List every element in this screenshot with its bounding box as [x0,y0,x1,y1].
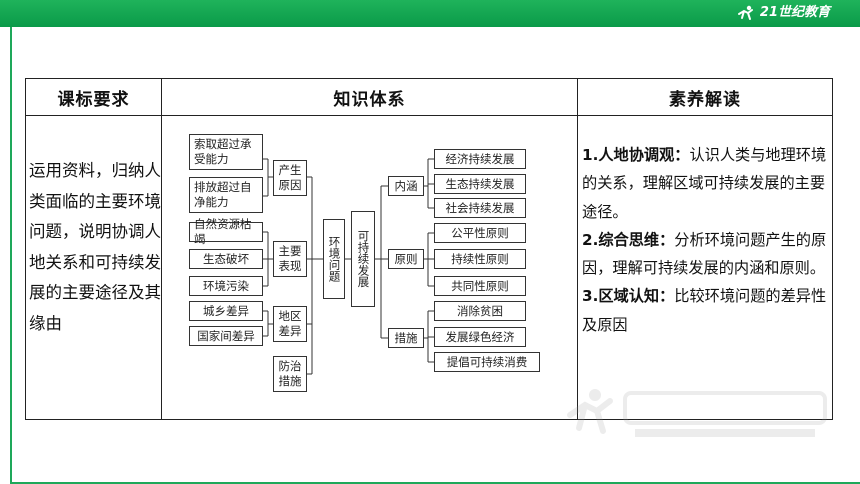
site-logo: 21世纪教育 [736,3,830,23]
cause-label-box: 产生原因 [273,160,307,196]
top-banner: 21世纪教育 [0,0,860,27]
logo-text: 21世纪教育 [759,5,830,20]
knowledge-diagram: 索取超过承受能力 排放超过自净能力 产生原因 自然资源枯竭 生态破坏 环境污染 … [162,116,577,419]
connotation-box-3: 社会持续发展 [434,198,526,218]
header-literacy: 素养解读 [577,78,833,116]
content-table: 课标要求 知识体系 素养解读 运用资料，归纳人类面临的主要环境问题，说明协调人地… [25,78,833,420]
requirement-text: 运用资料，归纳人类面临的主要环境问题，说明协调人地关系和可持续发展的主要途径及其… [29,161,161,333]
cause-box-1: 索取超过承受能力 [189,134,263,170]
table-row: 运用资料，归纳人类面临的主要环境问题，说明协调人地关系和可持续发展的主要途径及其… [25,115,833,420]
connotation-box-2: 生态持续发展 [434,174,526,194]
literacy-cell: 1.人地协调观：认识人类与地理环境的关系，理解区域可持续发展的主要途径。 2.综… [577,115,833,420]
manifest-box-1: 自然资源枯竭 [189,217,263,246]
header-requirement: 课标要求 [25,78,162,116]
literacy-item-2: 2.综合思维：分析环境问题产生的原因，理解可持续发展的内涵和原则。 [582,226,832,283]
cause-box-2: 排放超过自净能力 [189,177,263,213]
manifest-box-2: 生态破坏 [189,249,263,269]
frame-bottom-line [10,482,860,484]
connotation-label-box: 内涵 [388,176,424,196]
action-box-1: 消除贫困 [434,301,526,321]
knowledge-cell: 索取超过承受能力 排放超过自净能力 产生原因 自然资源枯竭 生态破坏 环境污染 … [161,115,578,420]
runner-logo-icon [736,5,756,21]
literacy-item-title: 1.人地协调观： [582,146,690,164]
region-box-2: 国家间差异 [189,326,263,346]
principle-box-3: 共同性原则 [434,276,526,296]
center-box-environment-problem: 环境问题 [323,219,345,299]
literacy-item-3: 3.区域认知：比较环境问题的差异性及原因 [582,282,832,339]
manifest-label-box: 主要表现 [273,241,307,277]
connotation-box-1: 经济持续发展 [434,149,526,169]
literacy-item-title: 2.综合思维： [582,230,675,249]
principle-box-1: 公平性原则 [434,223,526,243]
requirement-cell: 运用资料，归纳人类面临的主要环境问题，说明协调人地关系和可持续发展的主要途径及其… [25,115,162,420]
manifest-box-3: 环境污染 [189,276,263,296]
region-box-1: 城乡差异 [189,301,263,321]
action-box-3: 提倡可持续消费 [434,352,540,372]
literacy-item-1: 1.人地协调观：认识人类与地理环境的关系，理解区域可持续发展的主要途径。 [582,141,832,226]
literacy-text: 1.人地协调观：认识人类与地理环境的关系，理解区域可持续发展的主要途径。 2.综… [578,116,832,419]
header-knowledge: 知识体系 [161,78,578,116]
literacy-item-body: 分析环境问题产生的原因，理解可持续发展的内涵和原则。 [582,230,827,278]
literacy-item-body: 比较环境问题的差异性及原因 [582,287,827,334]
principle-label-box: 原则 [388,249,424,269]
region-label-box: 地区差异 [273,306,307,342]
action-box-2: 发展绿色经济 [434,327,526,347]
action-label-box: 措施 [388,328,424,348]
measure-label-box: 防治措施 [273,356,307,392]
sustainable-development-box: 可持续发展 [351,211,375,307]
diagram-connectors [263,158,434,375]
frame-left-line [10,27,12,484]
literacy-item-body: 认识人类与地理环境的关系，理解区域可持续发展的主要途径。 [582,146,827,221]
principle-box-2: 持续性原则 [434,249,526,269]
literacy-item-title: 3.区域认知： [582,287,675,306]
table-header-row: 课标要求 知识体系 素养解读 [25,78,833,116]
